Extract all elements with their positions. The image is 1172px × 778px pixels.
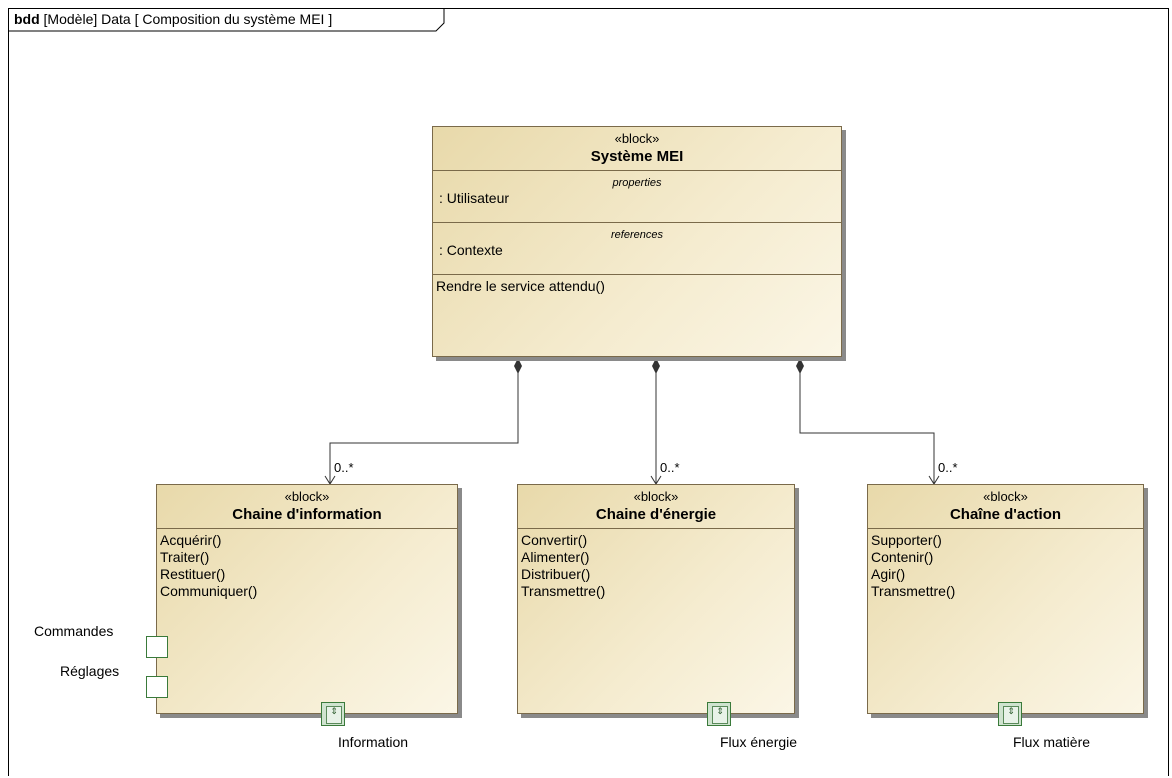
block-chaine-information[interactable]: «block» Chaine d'information Acquérir() …	[156, 484, 458, 714]
properties-compartment: properties : Utilisateur	[433, 171, 841, 223]
block-stereotype: «block»	[614, 131, 660, 146]
operations-compartment: Acquérir() Traiter() Restituer() Communi…	[157, 529, 457, 603]
block-header: «block» Chaîne d'action	[868, 485, 1143, 529]
operation-item: Transmettre()	[521, 583, 606, 599]
flowport-direction-icon: ⇕	[326, 706, 342, 724]
block-header: «block» Système MEI	[433, 127, 841, 171]
frame-title: bdd [Modèle] Data [ Composition du systè…	[8, 8, 344, 30]
operation-item: Restituer()	[160, 566, 226, 582]
reference-item: : Contexte	[439, 242, 503, 258]
port-label-flux-matiere: Flux matière	[1013, 734, 1091, 750]
operation-item: Rendre le service attendu()	[436, 278, 605, 294]
flowport-information[interactable]: ⇕	[321, 702, 345, 726]
multiplicity-action: 0..*	[938, 460, 958, 475]
multiplicity-energie: 0..*	[660, 460, 680, 475]
operation-item: Transmettre()	[871, 583, 956, 599]
operation-item: Contenir()	[871, 549, 934, 565]
flowport-direction-icon: ⇕	[712, 706, 728, 724]
block-stereotype: «block»	[983, 489, 1028, 504]
frame-tab	[8, 8, 445, 32]
property-item: : Utilisateur	[439, 190, 510, 206]
operation-item: Acquérir()	[160, 532, 222, 548]
diagram-frame	[8, 8, 1169, 776]
operation-item: Supporter()	[871, 532, 942, 548]
multiplicity-info: 0..*	[334, 460, 354, 475]
block-name: Chaîne d'action	[949, 506, 1062, 523]
operation-item: Alimenter()	[521, 549, 590, 565]
operations-compartment: Rendre le service attendu()	[433, 275, 841, 298]
operation-item: Traiter()	[160, 549, 210, 565]
flowport-flux-matiere[interactable]: ⇕	[998, 702, 1022, 726]
port-label-reglages: Réglages	[60, 663, 120, 679]
port-label-commandes: Commandes	[34, 623, 114, 639]
composition-diamond-info	[514, 358, 522, 374]
composition-diamond-energie	[652, 358, 660, 374]
block-name: Chaine d'information	[232, 506, 382, 523]
operation-item: Communiquer()	[160, 583, 258, 599]
flowport-flux-energie[interactable]: ⇕	[707, 702, 731, 726]
references-compartment: references : Contexte	[433, 223, 841, 275]
block-name: Chaine d'énergie	[595, 506, 717, 523]
block-stereotype: «block»	[633, 489, 679, 504]
connector-info	[329, 373, 519, 484]
flowport-direction-icon: ⇕	[1003, 706, 1019, 724]
operation-item: Agir()	[871, 566, 906, 582]
operation-item: Distribuer()	[521, 566, 591, 582]
frame-kind: bdd	[14, 11, 40, 27]
block-stereotype: «block»	[284, 489, 330, 504]
port-commandes[interactable]	[146, 636, 168, 658]
block-chaine-energie[interactable]: «block» Chaine d'énergie Convertir() Ali…	[517, 484, 795, 714]
operations-compartment: Supporter() Contenir() Agir() Transmettr…	[868, 529, 1143, 603]
block-header: «block» Chaine d'énergie	[518, 485, 794, 529]
connector-action	[799, 373, 935, 484]
port-reglages[interactable]	[146, 676, 168, 698]
operations-compartment: Convertir() Alimenter() Distribuer() Tra…	[518, 529, 794, 603]
block-header: «block» Chaine d'information	[157, 485, 457, 529]
properties-title: properties	[612, 177, 662, 189]
composition-diamond-action	[796, 358, 804, 374]
port-label-flux-energie: Flux énergie	[720, 734, 798, 750]
block-systeme-mei[interactable]: «block» Système MEI properties : Utilisa…	[432, 126, 842, 357]
references-title: references	[611, 229, 663, 241]
block-name: Système MEI	[590, 148, 684, 165]
frame-label-text: [Modèle] Data [ Composition du système M…	[43, 11, 333, 27]
port-label-information: Information	[338, 734, 409, 750]
operation-item: Convertir()	[521, 532, 588, 548]
block-chaine-action[interactable]: «block» Chaîne d'action Supporter() Cont…	[867, 484, 1144, 714]
